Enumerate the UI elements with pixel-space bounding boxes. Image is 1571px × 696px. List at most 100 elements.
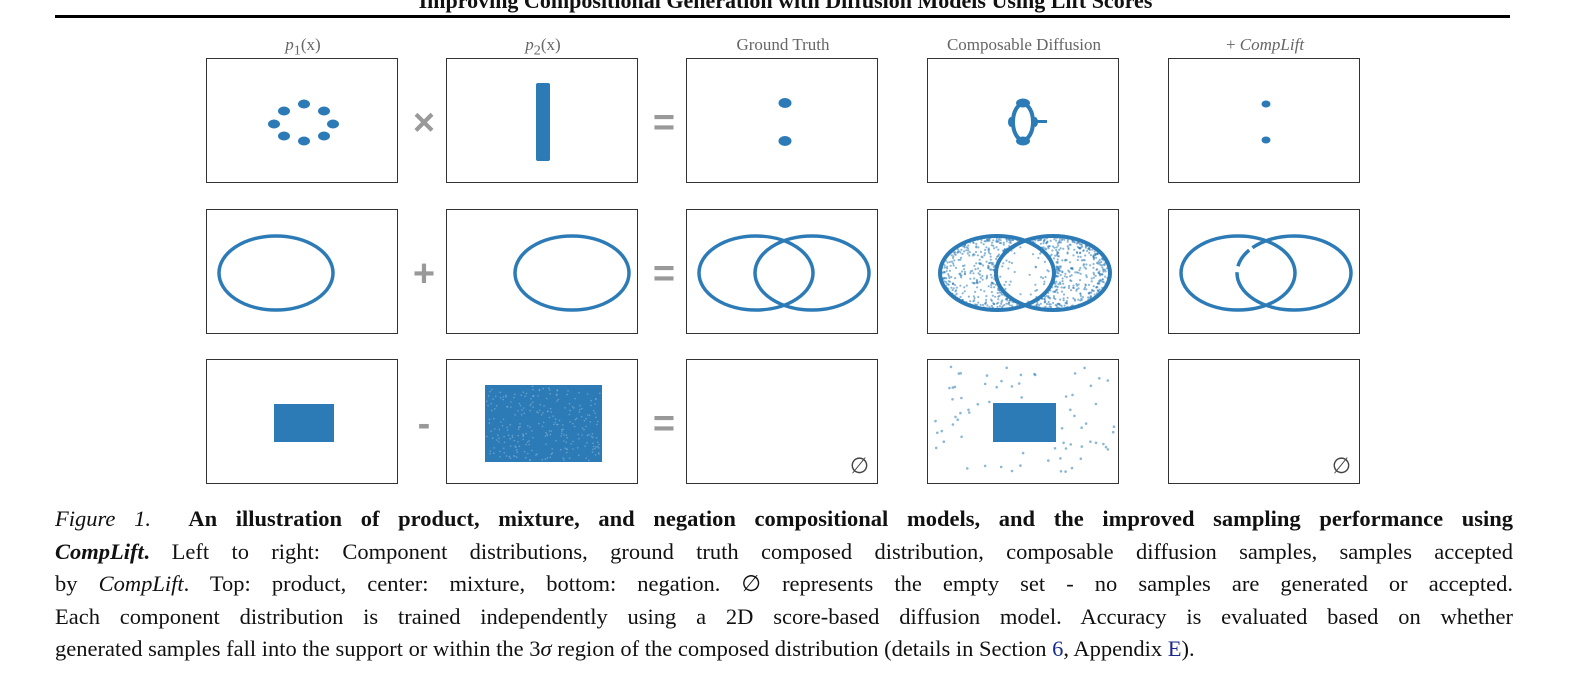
column-label-p2: p2(x) [525,35,561,59]
scatter-point [976,286,979,289]
scatter-point [519,404,522,407]
cluster-mark [1008,117,1014,127]
scatter-point [985,295,988,298]
scatter-point [991,261,994,264]
scatter-point [948,386,951,390]
scatter-point [983,254,986,257]
scatter-point [494,408,496,410]
scatter-point [1079,251,1082,255]
scatter-point [991,241,994,244]
scatter-point [1051,301,1055,304]
scatter-point [1064,258,1067,261]
scatter-point [548,416,551,419]
scatter-point [1077,255,1080,258]
scatter-point [1092,276,1095,279]
mixture-p1-plot [217,234,335,312]
scatter-point [1013,252,1016,255]
scatter-point [1079,294,1082,297]
scatter-point [995,257,998,261]
scatter-point [1077,283,1080,286]
scatter-point [524,395,526,397]
scatter-point [976,282,979,285]
scatter-point [507,434,510,437]
scatter-point [959,251,962,254]
scatter-point [1100,260,1103,264]
scatter-point [520,394,523,396]
scatter-point [989,255,992,258]
scatter-point [954,251,957,254]
scatter-point [1020,396,1023,399]
scatter-point [1004,280,1007,283]
scatter-point [585,417,587,420]
column-label-p1: p1(x) [285,35,321,59]
mixture-p2-plot [513,234,631,312]
scatter-point [594,403,596,405]
appendix-link[interactable]: E [1167,636,1182,661]
scatter-point [531,449,533,452]
scatter-point [1003,283,1006,286]
scatter-point [1096,268,1099,271]
scatter-point [545,431,547,434]
scatter-point [1085,288,1088,291]
scatter-point [1055,246,1058,249]
scatter-point [1039,242,1042,245]
scatter-point [1081,245,1084,248]
scatter-point [1059,282,1062,285]
scatter-point [1017,382,1021,385]
scatter-point [1056,255,1059,258]
scatter-point [595,437,598,439]
scatter-point [1062,247,1065,250]
mixture-composable-plot [938,234,1112,312]
scatter-point [1061,259,1064,262]
scatter-point [1063,275,1067,278]
scatter-point [1067,269,1070,272]
scatter-point [1044,299,1047,303]
scatter-point [1104,445,1108,449]
scatter-point [978,262,982,266]
scatter-point [528,440,530,442]
scatter-point [1052,257,1056,260]
scatter-point [1086,249,1089,252]
scatter-point [1056,303,1059,306]
scatter-point [598,443,600,446]
scatter-point [510,406,512,408]
scatter-point [988,306,991,309]
mixture-complift-plot [1179,234,1353,312]
scatter-point [516,456,518,458]
scatter-point [1073,372,1077,375]
scatter-point [522,391,525,394]
scatter-point [1092,285,1095,288]
method-name: CompLift [55,538,144,564]
scatter-point [560,435,562,437]
column-label-ground-truth: Ground Truth [736,35,830,54]
scatter-point [523,450,526,453]
scatter-point [952,287,955,290]
panel-negation-p1 [206,359,398,484]
scatter-point [526,441,529,443]
scatter-point [966,467,969,470]
scatter-point [1064,470,1067,473]
scatter-point [987,238,990,241]
scatter-point [568,402,571,405]
scatter-point [588,459,590,462]
scatter-point [569,409,571,412]
scatter-point [936,431,939,435]
vertical-band-mark [536,83,550,161]
scatter-point [959,256,963,259]
scatter-point [502,418,505,420]
panel-negation-p2 [446,359,638,484]
scatter-point [979,288,982,291]
scatter-point [503,441,506,444]
scatter-point [959,295,962,299]
scatter-point [1112,425,1116,428]
scatter-point [545,443,547,445]
scatter-point [1057,244,1060,247]
panel-product-p2 [446,58,638,183]
scatter-point [1051,249,1054,252]
section-link[interactable]: 6 [1052,636,1064,661]
scatter-point [1060,427,1064,430]
panel-product-composable-diffusion [927,58,1119,183]
scatter-point [1058,239,1061,242]
scatter-point [498,437,500,440]
scatter-point [529,404,532,407]
